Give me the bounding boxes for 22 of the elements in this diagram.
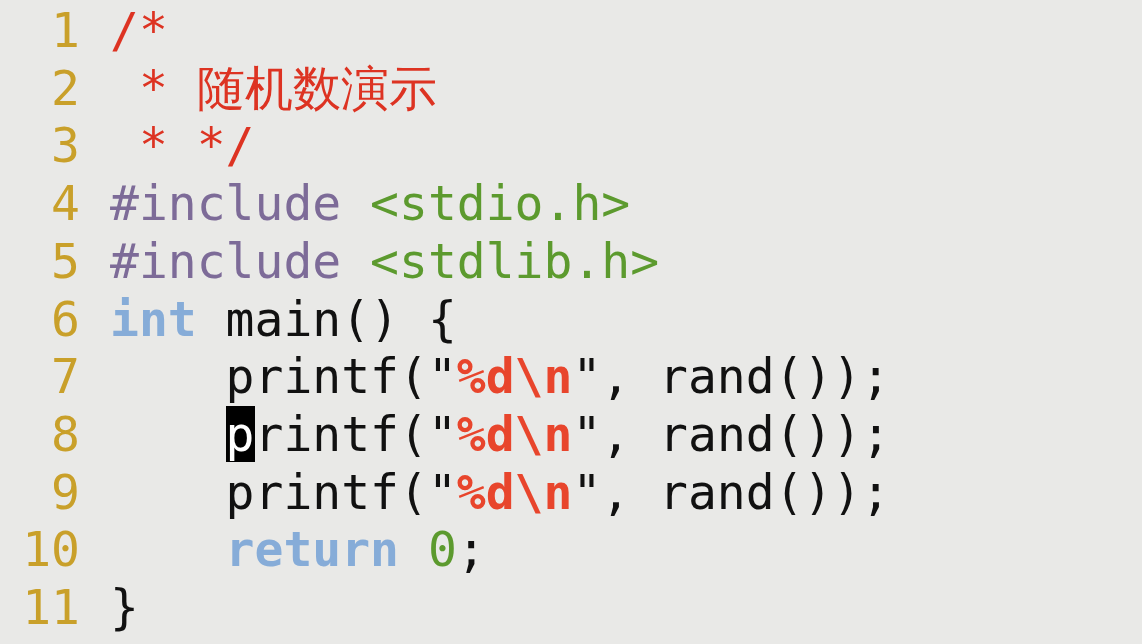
- code-line: #include <stdio.h>: [110, 174, 631, 233]
- code-comment: * */: [138, 116, 255, 175]
- line-number: 9: [50, 462, 80, 521]
- line-number: 10: [21, 520, 80, 579]
- code-line: }: [110, 578, 139, 636]
- line-number: 1: [50, 1, 80, 59]
- line-number: 7: [50, 347, 80, 406]
- code-comment: * 随机数演示: [138, 58, 437, 117]
- line-number: 4: [50, 174, 80, 233]
- code-line: int main() {: [110, 289, 457, 348]
- code-line: printf("%d\n", rand());: [225, 404, 891, 463]
- code-line: #include <stdlib.h>: [110, 231, 660, 290]
- code-comment: /*: [110, 1, 168, 59]
- code-line: printf("%d\n", rand());: [225, 347, 891, 406]
- line-number: 11: [21, 578, 80, 636]
- line-number: 5: [50, 231, 80, 290]
- line-number: 3: [50, 116, 80, 175]
- code-line: return 0;: [225, 520, 486, 579]
- line-number: 2: [50, 58, 80, 117]
- code-line: printf("%d\n", rand());: [225, 462, 891, 521]
- line-number: 8: [50, 404, 80, 463]
- line-number: 6: [50, 289, 80, 348]
